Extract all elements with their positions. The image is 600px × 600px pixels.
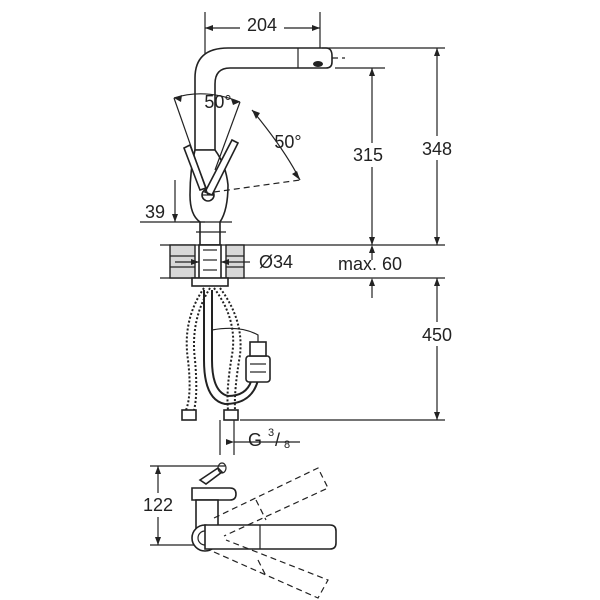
dimension-348-label: 348 [422,139,452,159]
angle-upper-label: 50° [204,92,231,112]
dimension-max-60-label: max. 60 [338,254,402,274]
dimension-315: 315 [335,67,388,245]
dimension-204: 204 [204,12,321,90]
thread-numerator: 3 [268,427,274,439]
faucet-body [182,47,345,246]
dimension-450: 450 [240,278,458,421]
connection-label: G [248,430,262,450]
connection-thread: G 3 / 8 [219,420,300,455]
plan-view: 122 [134,462,337,599]
dimension-122-label: 122 [143,495,173,515]
angle-lower: 50° [251,109,302,181]
angle-upper: 50° [173,92,241,196]
thread-slash: / [275,430,280,450]
counter-deck [160,244,445,287]
dimension-450-label: 450 [422,325,452,345]
dimension-diameter: Ø34 [175,252,293,272]
angle-lower-label: 50° [274,132,301,152]
dimension-39: 39 [140,180,205,223]
dimension-diameter-label: Ø34 [259,252,293,272]
dimension-204-label: 204 [247,15,277,35]
thread-denominator: 8 [284,439,290,451]
dimension-315-label: 315 [353,145,383,165]
under-counter-hoses [181,287,271,421]
dimension-348: 348 [322,47,458,245]
dimension-39-label: 39 [145,202,165,222]
dimension-max-60: max. 60 [338,245,402,298]
